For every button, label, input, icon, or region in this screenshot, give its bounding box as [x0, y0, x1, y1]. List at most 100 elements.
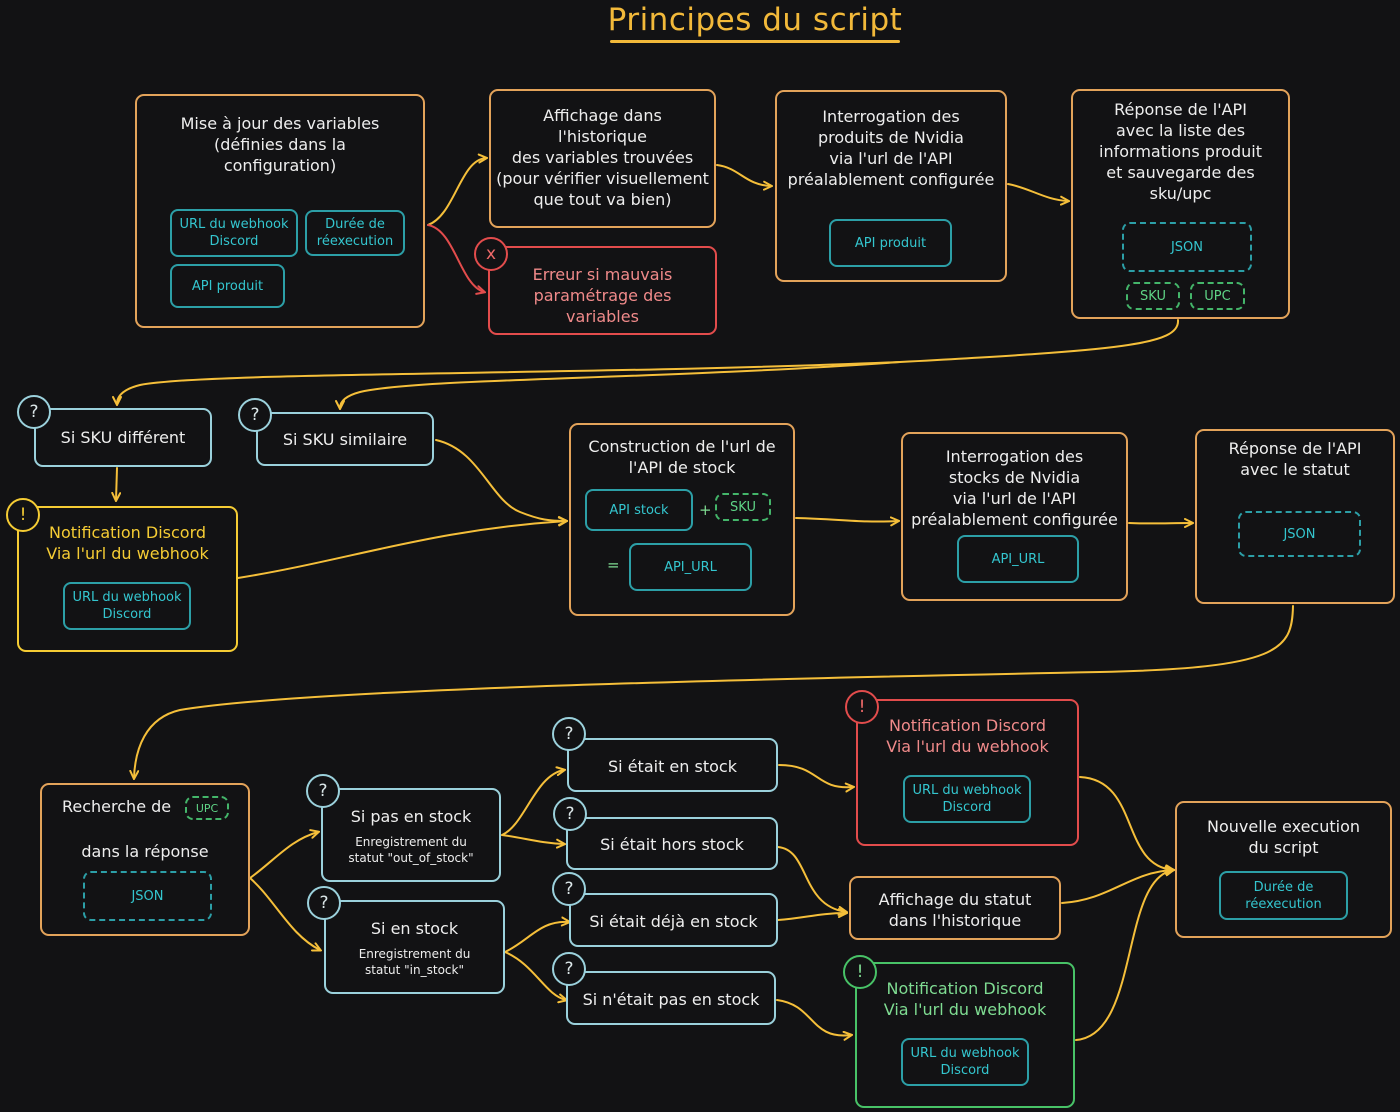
page-title: Principes du script [607, 2, 903, 38]
was-not-in-stock-text: Si n'était pas en stock [582, 990, 760, 1009]
status-history-box: Affichage du statut dans l'historique [849, 876, 1061, 940]
query-products-text: Interrogation des produits de Nvidia via… [787, 107, 995, 189]
query-stock-text: Interrogation des stocks de Nvidia via l… [911, 447, 1118, 529]
question-icon: ? [17, 395, 51, 429]
in-stock-box: Si en stock Enregistrement du statut "in… [324, 900, 505, 994]
arrow-notifygreen-to-newexec [1075, 870, 1173, 1041]
question-icon: ? [238, 398, 272, 432]
discord-notify-text: Notification Discord Via l'url du webhoo… [46, 523, 209, 563]
sku-different-text: Si SKU différent [60, 428, 186, 447]
arrow-wasout-to-history [777, 846, 846, 912]
webhook-url-chip: URL du webhook Discord [903, 775, 1031, 823]
new-execution-text: Nouvelle execution du script [1207, 817, 1360, 857]
discord-notify-red-box: Notification Discord Via l'url du webhoo… [856, 699, 1079, 846]
webhook-url-chip: URL du webhook Discord [901, 1038, 1029, 1086]
arrow-query-to-response [1007, 183, 1068, 201]
warning-icon: ! [843, 955, 877, 989]
was-already-in-stock-text: Si était déjà en stock [589, 912, 758, 931]
title-underline [610, 40, 900, 43]
question-icon: ? [552, 717, 586, 751]
was-already-in-stock-box: Si était déjà en stock [569, 893, 778, 947]
discord-notify-green-text: Notification Discord Via l'url du webhoo… [883, 979, 1047, 1019]
update-variables-text: Mise à jour des variables (définies dans… [180, 114, 380, 175]
json-chip: JSON [1238, 511, 1361, 557]
status-history-text: Affichage du statut dans l'historique [878, 890, 1032, 930]
build-url-box: Construction de l'url de l'API de stock … [569, 423, 795, 616]
was-in-stock-box: Si était en stock [567, 738, 778, 792]
plus-sign: + [699, 501, 712, 519]
status-response-text: Réponse de l'API avec le statut [1228, 439, 1362, 479]
arrow-in-to-wasalready [504, 922, 569, 953]
query-products-box: Interrogation des produits de Nvidia via… [775, 90, 1007, 282]
search-upc-text-b: dans la réponse [81, 842, 209, 861]
build-url-text: Construction de l'url de l'API de stock [588, 437, 776, 477]
arrow-history-to-newexec [1061, 870, 1173, 904]
api-response-text: Réponse de l'API avec la liste des infor… [1099, 100, 1262, 203]
api-url-chip: API_URL [629, 543, 752, 591]
api-url-chip: API_URL [957, 535, 1079, 583]
was-in-stock-text: Si était en stock [608, 757, 737, 776]
question-icon: ? [307, 886, 341, 920]
arrow-search-to-in [249, 877, 320, 950]
error-x-icon: x [474, 237, 508, 271]
sku-chip: SKU [715, 493, 771, 521]
arrow-notify-to-build [237, 521, 566, 579]
equals-sign: = [607, 556, 620, 574]
arrow-search-to-notin [249, 832, 318, 879]
in-stock-title: Si en stock [370, 919, 459, 938]
was-out-of-stock-text: Si était hors stock [600, 835, 744, 854]
arrow-wasin-to-notifyred [778, 764, 853, 787]
arrow-wasalready-to-history [777, 913, 846, 921]
was-out-of-stock-box: Si était hors stock [566, 817, 778, 870]
rerun-delay-chip: Durée de réexecution [305, 210, 405, 256]
stock-api-chip: API stock [585, 489, 693, 531]
discord-notify-box: Notification Discord Via l'url du webhoo… [17, 506, 238, 652]
question-icon: ? [552, 872, 586, 906]
product-api-chip-2: API produit [829, 219, 952, 267]
arrow-diff-to-notify [116, 467, 117, 500]
search-upc-text-a: Recherche de [62, 797, 172, 816]
sku-different-box: Si SKU différent [34, 408, 212, 467]
webhook-url-chip: URL du webhook Discord [63, 582, 191, 630]
api-response-box: Réponse de l'API avec la liste des infor… [1071, 89, 1290, 319]
in-stock-sub: Enregistrement du statut "in_stock" [358, 947, 471, 977]
product-api-chip: API produit [170, 264, 285, 308]
not-in-stock-title: Si pas en stock [350, 807, 472, 826]
arrow-notin-to-wasin [501, 770, 564, 836]
arrow-response-to-sku-same [340, 361, 901, 408]
arrow-notin-to-wasout [501, 834, 564, 844]
sku-similar-box: Si SKU similaire [256, 412, 434, 466]
status-response-box: Réponse de l'API avec le statut JSON [1195, 429, 1395, 604]
query-stock-box: Interrogation des stocks de Nvidia via l… [901, 432, 1128, 601]
warning-icon: ! [845, 690, 879, 724]
rerun-delay-chip: Durée de réexecution [1219, 871, 1348, 920]
update-variables-box: Mise à jour des variables (définies dans… [135, 94, 425, 328]
arrow-wasnot-to-notifygreen [776, 999, 851, 1035]
discord-notify-red-text: Notification Discord Via l'url du webhoo… [886, 716, 1049, 756]
question-icon: ? [552, 952, 586, 986]
json-chip: JSON [1122, 222, 1252, 272]
arrow-build-to-querystock [795, 518, 898, 522]
arrow-update-to-display [427, 158, 486, 226]
new-execution-box: Nouvelle execution du script Durée de ré… [1175, 801, 1392, 938]
error-text: Erreur si mauvais paramétrage des variab… [532, 265, 673, 326]
warning-icon: ! [6, 498, 40, 532]
question-icon: ? [306, 774, 340, 808]
upc-chip: UPC [185, 796, 229, 820]
search-upc-box: Recherche de UPC dans la réponse JSON [40, 783, 250, 936]
not-in-stock-box: Si pas en stock Enregistrement du statut… [321, 788, 501, 882]
arrow-notifyred-to-newexec [1079, 776, 1173, 870]
sku-chip: SKU [1126, 282, 1180, 310]
display-variables-text: Affichage dans l'historique des variable… [496, 106, 709, 209]
display-variables-box: Affichage dans l'historique des variable… [489, 89, 716, 228]
webhook-url-chip: URL du webhook Discord [170, 209, 298, 257]
error-box: Erreur si mauvais paramétrage des variab… [488, 246, 717, 335]
upc-chip: UPC [1190, 282, 1245, 310]
question-icon: ? [553, 797, 587, 831]
json-chip: JSON [83, 871, 212, 921]
not-in-stock-sub: Enregistrement du statut "out_of_stock" [348, 835, 474, 865]
arrow-display-to-query [716, 164, 771, 186]
arrow-same-to-build [435, 439, 566, 521]
was-not-in-stock-box: Si n'était pas en stock [566, 971, 776, 1025]
discord-notify-green-box: Notification Discord Via l'url du webhoo… [855, 962, 1075, 1108]
